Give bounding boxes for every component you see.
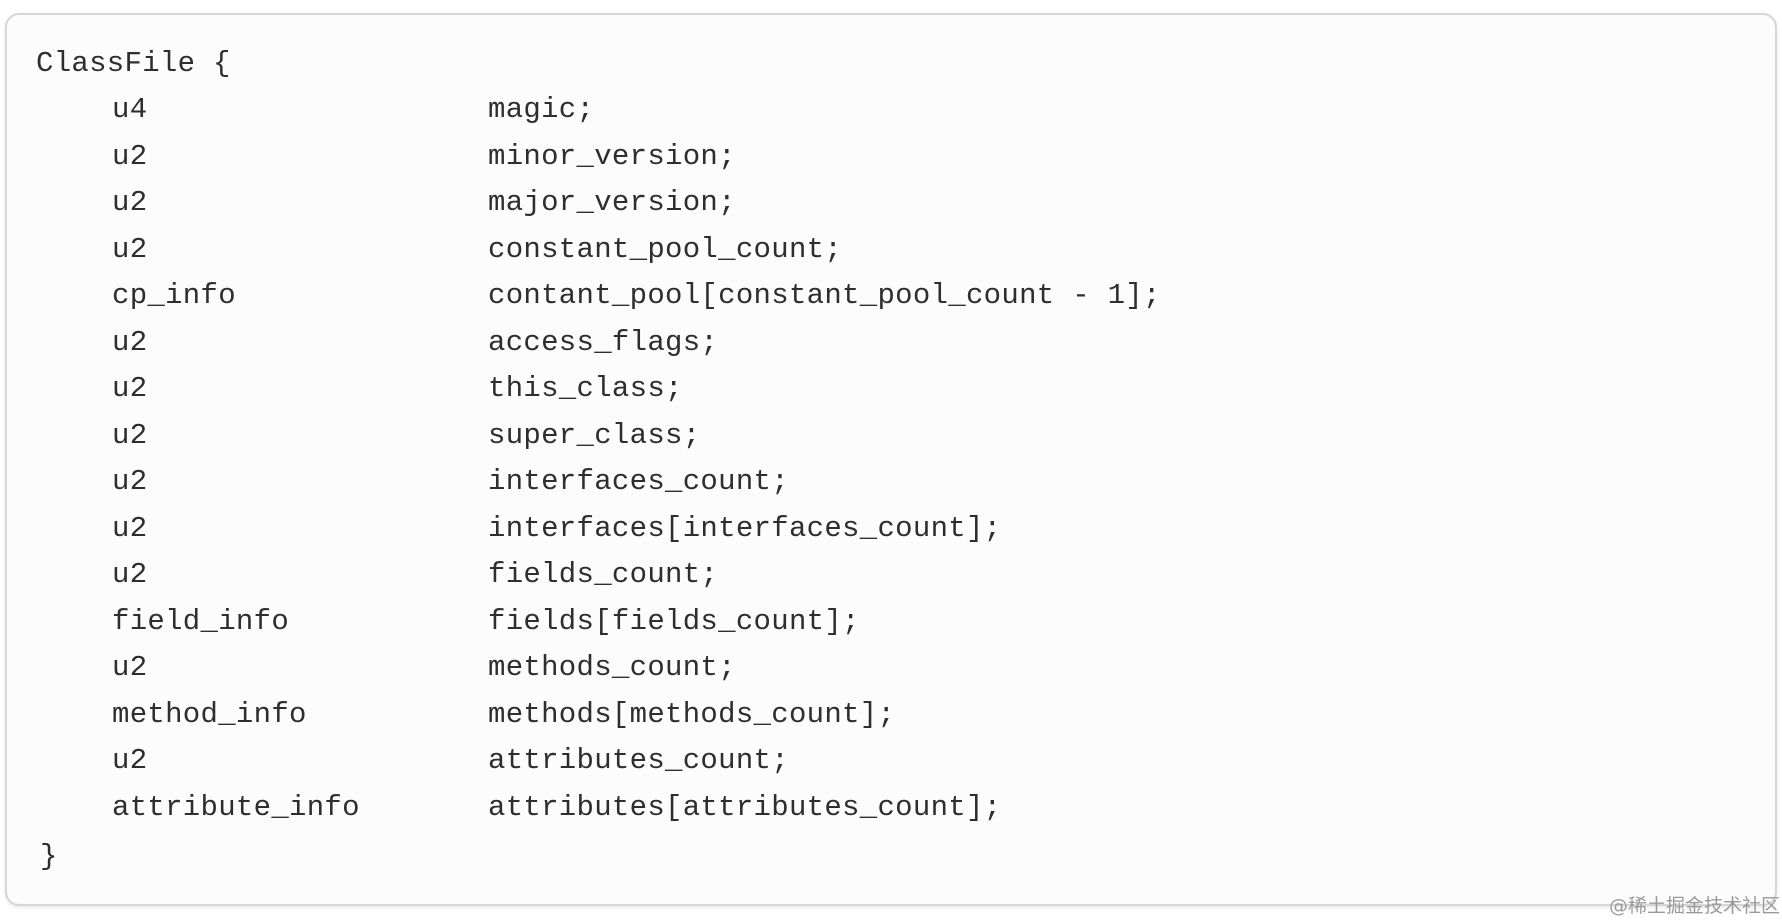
code-header: ClassFile { — [36, 47, 231, 80]
code-footer: } — [40, 840, 58, 873]
field-declaration: interfaces[interfaces_count]; — [488, 512, 1002, 545]
field-type: u2 — [112, 512, 148, 545]
field-type: u2 — [112, 465, 148, 498]
field-type: u2 — [112, 651, 148, 684]
field-declaration: fields[fields_count]; — [488, 605, 860, 638]
code-block — [5, 13, 1777, 906]
field-type: field_info — [112, 605, 290, 638]
watermark: @稀土掘金技术社区 — [1608, 895, 1780, 917]
field-declaration: minor_version; — [488, 140, 736, 173]
field-declaration: super_class; — [488, 419, 701, 452]
field-declaration: magic; — [488, 93, 595, 126]
field-declaration: interfaces_count; — [488, 465, 789, 498]
field-type: u2 — [112, 140, 148, 173]
field-declaration: methods[methods_count]; — [488, 698, 896, 731]
field-type: attribute_info — [112, 791, 360, 824]
field-type: u2 — [112, 326, 148, 359]
field-declaration: access_flags; — [488, 326, 719, 359]
field-declaration: major_version; — [488, 186, 736, 219]
field-type: u2 — [112, 419, 148, 452]
field-type: u2 — [112, 744, 148, 777]
field-declaration: fields_count; — [488, 558, 719, 591]
field-type: u2 — [112, 233, 148, 266]
field-declaration: attributes[attributes_count]; — [488, 791, 1002, 824]
field-type: cp_info — [112, 279, 236, 312]
field-declaration: attributes_count; — [488, 744, 789, 777]
field-type: u2 — [112, 372, 148, 405]
field-declaration: contant_pool[constant_pool_count - 1]; — [488, 279, 1161, 312]
field-declaration: methods_count; — [488, 651, 736, 684]
field-declaration: constant_pool_count; — [488, 233, 843, 266]
field-type: u2 — [112, 186, 148, 219]
field-type: u2 — [112, 558, 148, 591]
field-type: method_info — [112, 698, 307, 731]
field-type: u4 — [112, 93, 148, 126]
field-declaration: this_class; — [488, 372, 683, 405]
